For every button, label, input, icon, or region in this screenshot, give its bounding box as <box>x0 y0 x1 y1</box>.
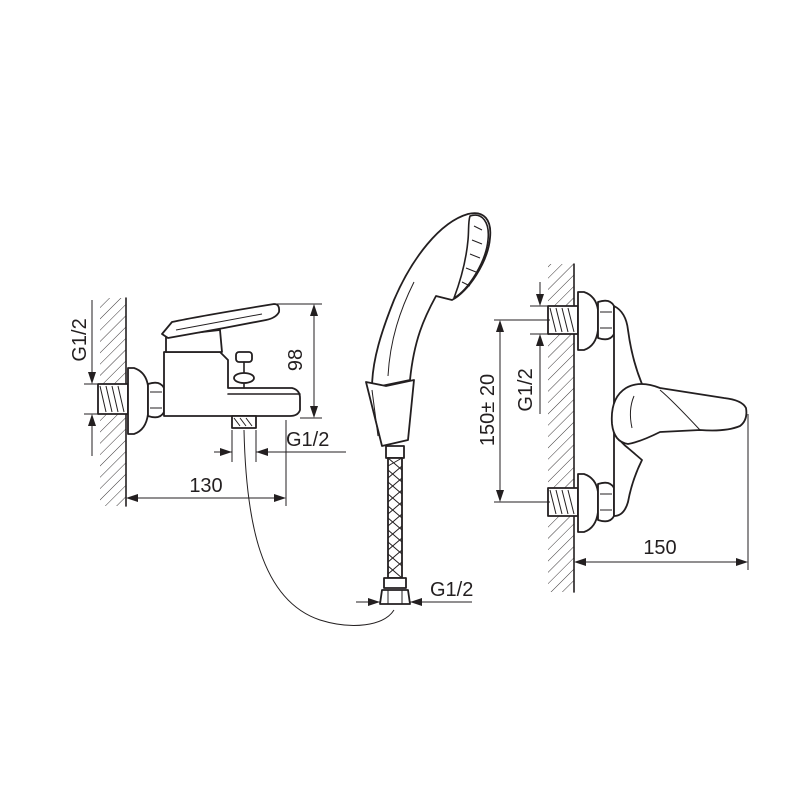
dim-wall-mixer-thread-label: G1/2 <box>515 368 537 411</box>
dim-wall-mixer-thread: G1/2 <box>515 282 550 414</box>
left-inlet-thread <box>97 383 129 415</box>
bath-mixer-body <box>163 351 301 417</box>
hand-shower-view: G1/2 <box>356 212 492 606</box>
dim-130-label: 130 <box>189 475 222 497</box>
dim-150-label: 150 <box>643 537 676 559</box>
dim-outlet-thread: G1/2 <box>214 429 346 462</box>
dim-wall-thread-label: G1/2 <box>69 318 91 361</box>
left-flange <box>127 367 149 435</box>
shower-head <box>371 212 492 389</box>
dim-150: 150 <box>574 414 749 570</box>
dim-spacing: 150± 20 <box>477 319 550 503</box>
dim-98: 98 <box>274 303 322 419</box>
left-nut <box>147 381 165 419</box>
dim-130: 130 <box>126 420 287 506</box>
upper-inlet <box>547 291 615 351</box>
wall-mixer-lever <box>610 383 748 445</box>
dim-wall-thread: G1/2 <box>69 300 104 456</box>
shower-holder <box>365 379 415 447</box>
diverter-knob <box>233 351 255 389</box>
hose-outlet <box>231 415 257 429</box>
hose-path <box>243 429 395 626</box>
dim-spacing-label: 150± 20 <box>477 374 499 446</box>
dim-outlet-thread-label: G1/2 <box>286 429 329 451</box>
bath-mixer-lever <box>161 303 281 339</box>
dim-98-label: 98 <box>285 349 307 371</box>
dim-hose-thread-label: G1/2 <box>430 579 473 601</box>
braided-hose <box>379 445 411 605</box>
shower-face <box>453 214 490 299</box>
hose-nut <box>379 589 411 605</box>
wall-mixer-view: 150 150± 20 G1/2 <box>477 263 749 593</box>
lower-inlet <box>547 473 615 533</box>
bath-mixer-view: 98 G1/2 130 G1/2 <box>69 297 395 626</box>
dim-hose-thread: G1/2 <box>356 579 473 606</box>
